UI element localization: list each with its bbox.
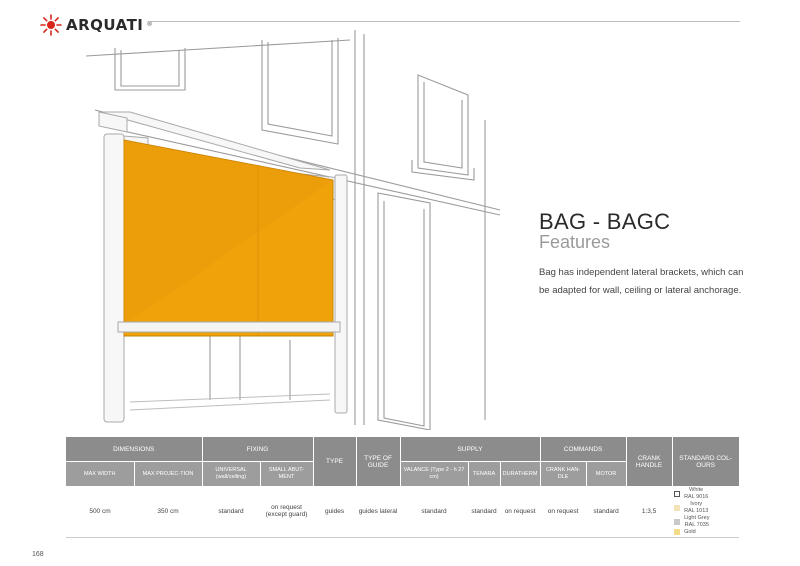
max-width-header: MAX WIDTH	[66, 461, 135, 486]
colour-swatch	[674, 490, 681, 497]
valance-header: VALANCE (Type 2 - h 27 cm)	[400, 461, 469, 486]
colour-swatch	[674, 518, 681, 525]
product-subtitle: Features	[539, 232, 611, 252]
colour-item-gold: Gold	[674, 529, 737, 536]
type-header: TYPE	[313, 437, 357, 486]
brand-logo: ARQUATI®	[40, 14, 152, 36]
specifications-table: DIMENSIONS FIXING TYPE TYPE OF GUIDE SUP…	[66, 437, 740, 538]
awning-illustration	[85, 30, 501, 430]
colour-swatch	[674, 529, 681, 536]
product-title: BAG - BAGC	[539, 209, 671, 234]
small-abutment-header: SMALL ABUT-MENT	[260, 461, 314, 486]
crank-handle-command-header: CRANK HAN-DLE	[540, 461, 587, 486]
valance-value: standard	[400, 486, 469, 538]
crank-handle-header: CRANK HANDLE	[626, 437, 673, 486]
tenara-value: standard	[468, 486, 501, 538]
type-of-guide-value: guides lateral	[356, 486, 401, 538]
max-width-value: 500 cm	[66, 486, 134, 538]
crank-handle-command-value: on request	[540, 486, 587, 538]
colour-swatch	[674, 504, 681, 511]
motor-header: MOTOR	[586, 461, 627, 486]
type-of-guide-header: TYPE OF GUIDE	[356, 437, 401, 486]
max-projection-header: MAX PROJEC-TION	[134, 461, 203, 486]
header-divider	[150, 21, 740, 22]
brand-name: ARQUATI	[66, 16, 144, 34]
page-number: 168	[32, 551, 44, 558]
crank-handle-ratio-value: 1:3,5	[626, 486, 673, 538]
colour-code: RAL 7035	[684, 521, 709, 528]
universal-value: standard	[202, 486, 261, 538]
motor-value: standard	[586, 486, 627, 538]
small-abutment-value: on request (except guard)	[260, 486, 314, 538]
product-description: Bag has independent lateral brackets, wh…	[539, 267, 744, 296]
commands-header: COMMANDS	[540, 437, 627, 462]
dimensions-header: DIMENSIONS	[66, 437, 203, 462]
supply-header: SUPPLY	[400, 437, 541, 462]
standard-colours-header: STANDARD COL-OURS	[672, 437, 740, 486]
tenara-header: TENARA	[468, 461, 501, 486]
colour-name: White	[689, 487, 704, 493]
trademark-mark: ®	[147, 22, 152, 28]
colour-name: Light Grey	[684, 515, 710, 521]
colour-name: Gold	[684, 529, 696, 535]
colour-code: RAL 9016	[684, 493, 709, 500]
colour-name: Ivory	[690, 501, 703, 507]
fixing-header: FIXING	[202, 437, 314, 462]
colour-code: RAL 1013	[684, 507, 709, 514]
duratherm-value: on request	[500, 486, 541, 538]
sun-logo-icon	[40, 14, 62, 36]
max-projection-value: 350 cm	[134, 486, 203, 538]
universal-header: UNIVERSAL (wall/ceiling)	[202, 461, 261, 486]
table-row: 500 cm 350 cm standard on request (excep…	[66, 486, 740, 538]
type-value: guides	[313, 486, 357, 538]
duratherm-header: DURATHERM	[500, 461, 541, 486]
